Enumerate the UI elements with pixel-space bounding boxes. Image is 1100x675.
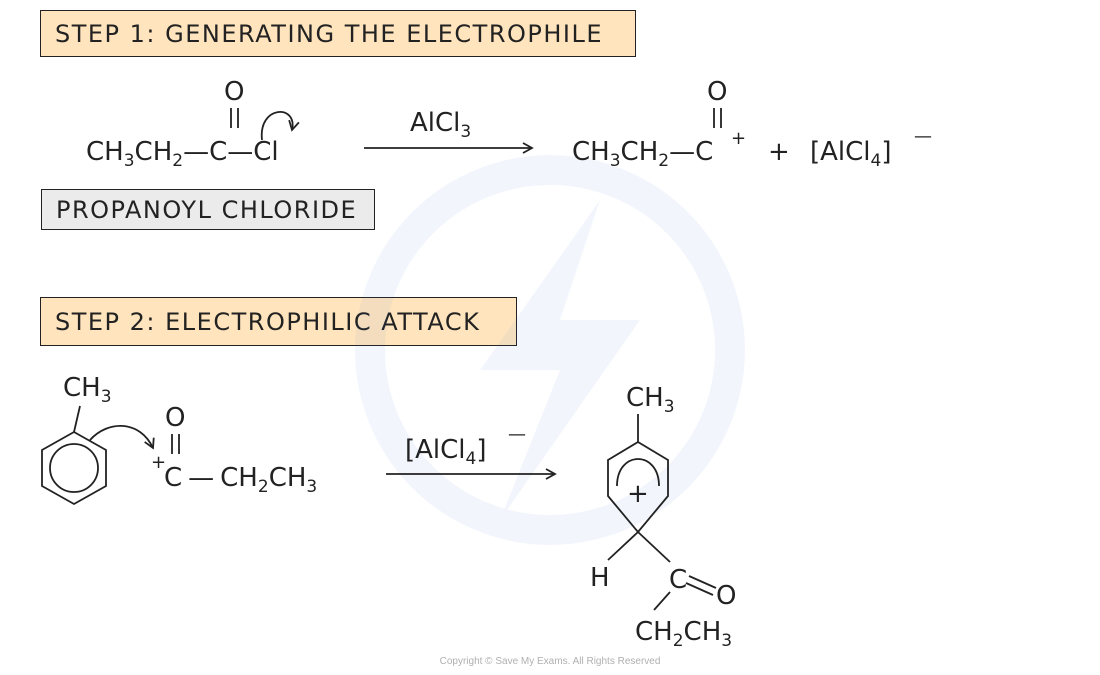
electrophile-charge: + [151,452,166,473]
c-acyl-bond [637,531,671,563]
hydrogen-atom: H [590,563,610,593]
acylium-electrophile: O + C—CH2CH3 [151,403,317,497]
step1-arrow-group: AlCl3 [364,108,534,154]
copyright-notice: Copyright © Save My Exams. All Rights Re… [439,656,661,667]
intermediate-charge: + [627,479,649,509]
watermark-logo [355,155,745,545]
carbonyl-oxygen: O [224,77,244,107]
acylium-ion-product: O CH3CH2—C + + [AlCl4] — [572,77,932,171]
benzene-delocalised-ring [49,443,99,493]
reagent-alcl4: [AlCl4] [405,435,487,469]
reactant-name-banner: PROPANOYL CHLORIDE [41,189,375,230]
tetrachloroaluminate-charge: — [914,126,932,147]
acylium-formula: CH3CH2—C [572,137,713,171]
reagent-alcl4-charge: — [508,424,526,445]
electrophile-oxygen: O [165,403,185,433]
plus-sign: + [768,137,790,167]
benzene-ring [41,430,107,506]
step2-banner: STEP 2: ELECTROPHILIC ATTACK [40,297,517,346]
step2-arrow-group: [AlCl4] — [386,424,557,480]
electrophile-formula: C—CH2CH3 [164,463,317,497]
propanoyl-chloride-structure: O CH3CH2—C—Cl [86,77,300,171]
methyl-bond [73,405,81,433]
curly-arrow-bond-to-cl [261,111,300,141]
delocalised-arc [616,458,660,487]
step1-banner: STEP 1: GENERATING THE ELECTROPHILE [40,10,636,57]
acylium-charge: + [731,128,746,149]
step1-label: STEP 1: GENERATING THE ELECTROPHILE [55,19,604,48]
reactant-name-label: PROPANOYL CHLORIDE [56,195,358,224]
methylbenzene-structure: CH3 [41,373,155,506]
carbonyl-oxygen-product: O [716,581,736,611]
ethyl-group: CH2CH3 [635,617,732,651]
methyl-group: CH3 [63,373,112,407]
carbonyl-carbon: C [669,565,687,595]
curly-arrow-ring-to-acylium [89,425,155,450]
arenium-intermediate: CH3 + H C O CH2CH3 [590,383,736,651]
tetrachloroaluminate-ion: [AlCl4] [810,137,892,171]
intermediate-methyl: CH3 [626,383,675,417]
reactant-formula: CH3CH2—C—Cl [86,137,279,171]
reagent-alcl3: AlCl3 [410,108,471,142]
c-h-bond [607,531,639,561]
step2-label: STEP 2: ELECTROPHILIC ATTACK [55,307,481,336]
acylium-oxygen: O [707,77,727,107]
